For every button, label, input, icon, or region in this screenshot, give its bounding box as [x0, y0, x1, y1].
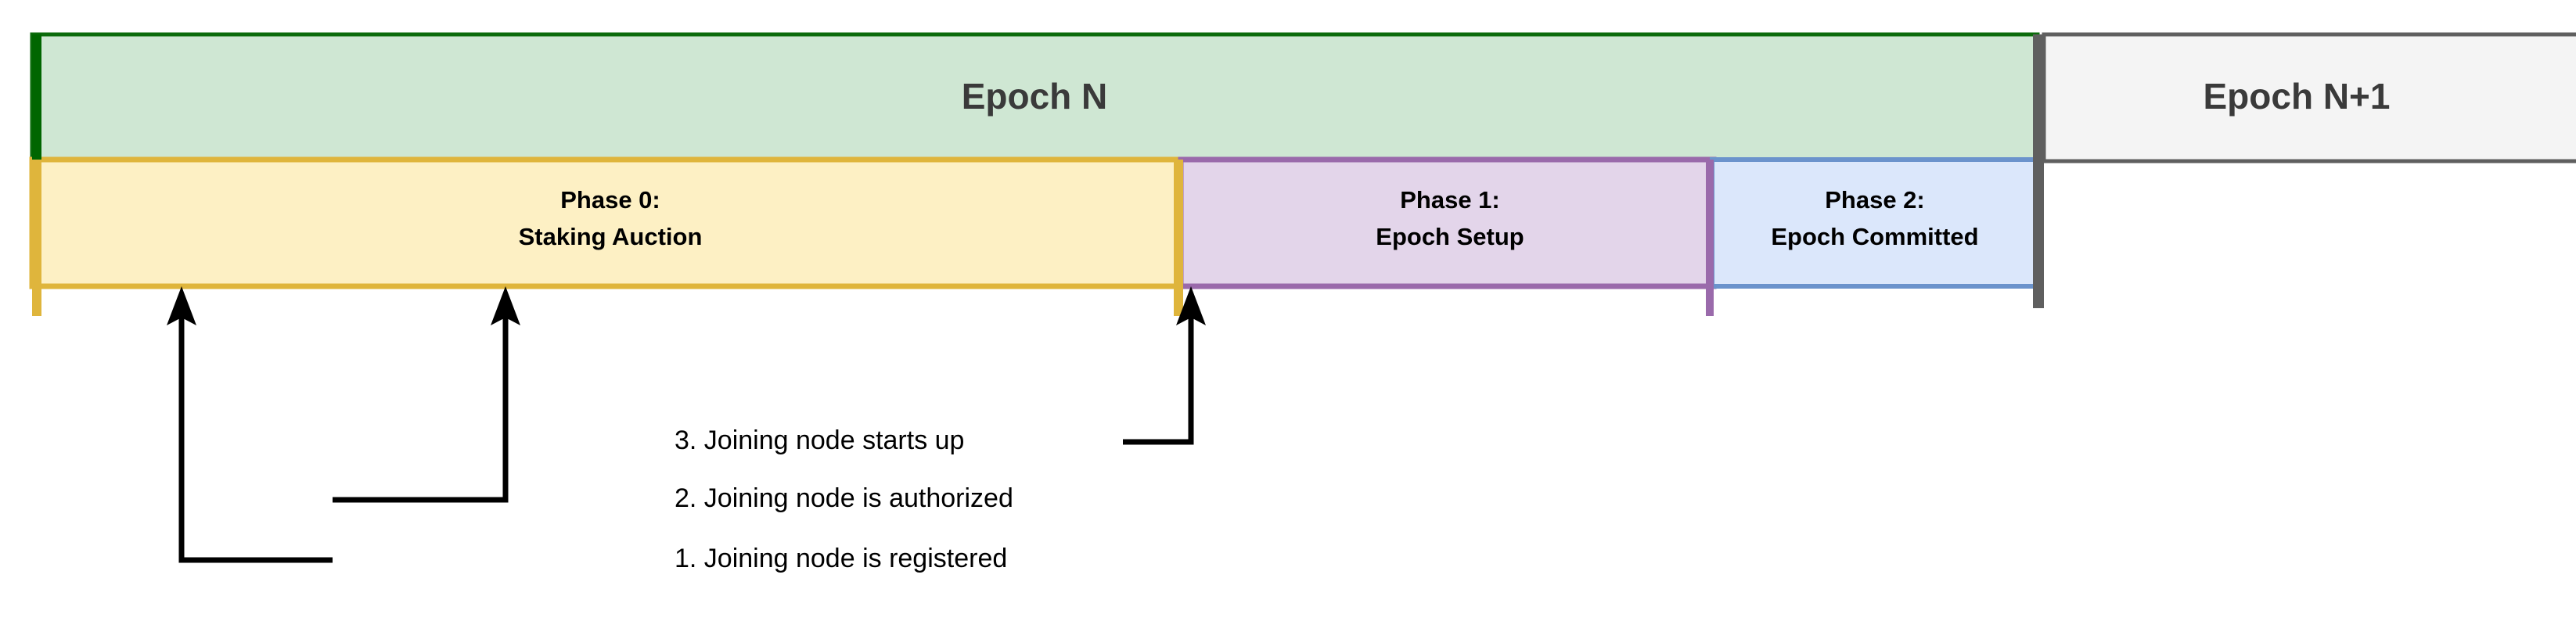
annotation-3-label: 3. Joining node starts up [675, 426, 964, 455]
annotation-1-arrowhead-icon [167, 286, 196, 325]
annotation-2-label: 2. Joining node is authorized [675, 483, 1013, 513]
annotation-3-leader [1123, 286, 1206, 445]
annotation-3-leader-path [1123, 307, 1194, 445]
phase-1-box[interactable]: Phase 1: Epoch Setup [1178, 156, 1717, 289]
epoch-n-end-marker [2033, 34, 2044, 308]
annotation-2-arrowhead-icon [491, 286, 520, 325]
epoch-n-label: Epoch N [962, 76, 1108, 117]
epoch-n-box[interactable]: Epoch N [30, 32, 2040, 163]
annotation-3-arrowhead-icon [1176, 286, 1206, 325]
annotation-1-leader-path [178, 307, 333, 563]
phase-row: Phase 0: Staking Auction Phase 1: Epoch … [29, 156, 2041, 289]
annotation-2-leader-path [333, 307, 509, 503]
phase-1-rect [1178, 156, 1717, 289]
phase-2-box[interactable]: Phase 2: Epoch Committed [1710, 157, 2041, 289]
phase-1-label-line2: Epoch Setup [1376, 223, 1524, 250]
annotation-1-leader [167, 286, 333, 563]
phase-0-end-marker [1174, 160, 1183, 316]
phase-0-start-marker [32, 160, 41, 316]
boundary-markers [32, 34, 2044, 316]
phase-1-label-line1: Phase 1: [1400, 186, 1500, 214]
annotation-2-leader [333, 286, 520, 503]
phase-0-box[interactable]: Phase 0: Staking Auction [29, 156, 1186, 289]
annotation-labels: 3. Joining node starts up 2. Joining nod… [675, 426, 1013, 573]
phase-0-label-line1: Phase 0: [560, 186, 660, 214]
epoch-row: Epoch N Epoch N+1 [30, 32, 2576, 163]
epoch-n-plus-1-rect [2042, 32, 2576, 163]
phase-0-label-line2: Staking Auction [519, 223, 703, 250]
epoch-n-plus-1-label: Epoch N+1 [2203, 76, 2390, 117]
epoch-n-plus-1-box[interactable]: Epoch N+1 [2042, 32, 2576, 163]
annotation-leaders [167, 286, 1206, 563]
phase-1-end-marker [1706, 160, 1714, 316]
annotation-1-label: 1. Joining node is registered [675, 544, 1007, 573]
phase-0-rect [29, 156, 1186, 289]
phase-2-label-line2: Epoch Committed [1771, 223, 1978, 250]
epoch-n-start-marker [32, 34, 41, 161]
phase-2-label-line1: Phase 2: [1825, 186, 1925, 214]
epoch-n-rect [30, 32, 2040, 163]
